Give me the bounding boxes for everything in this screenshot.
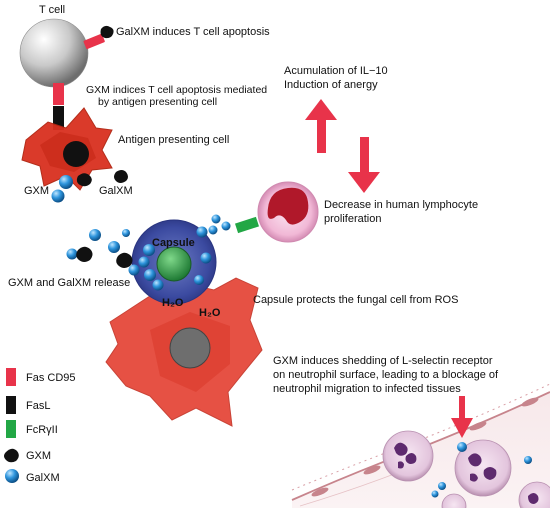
galxm-sphere (108, 241, 120, 253)
antigen-presenting-cell (21, 107, 113, 191)
galxm-label: GalXM (99, 185, 133, 197)
gxm-blob (76, 246, 93, 262)
legend: Fas CD95 FasL FcRγII GXM GalXM (4, 368, 76, 484)
ros-label: Capsule protects the fungal cell from RO… (253, 294, 458, 306)
gxm-blob (116, 252, 133, 268)
galxm-sphere (138, 256, 150, 268)
galxm-sphere (211, 214, 221, 224)
galxm-sphere (194, 275, 204, 285)
fasl-ligand-apc (53, 106, 64, 130)
h2o-label-a: H₂O (162, 297, 184, 309)
neutrophil (441, 493, 467, 508)
t-cell-label: T cell (39, 4, 65, 16)
t-cell (19, 18, 89, 88)
neutrophil (454, 439, 512, 497)
galxm-sphere (438, 482, 446, 490)
galxm-sphere (66, 248, 78, 260)
fcr-legend-icon (6, 420, 16, 438)
galxm-sphere (128, 264, 140, 276)
galxm-sphere (152, 279, 164, 291)
galxm-sphere (524, 456, 532, 464)
release-label: GXM and GalXM release (8, 277, 130, 289)
galxm-sphere (51, 189, 65, 203)
galxm-sphere (200, 252, 212, 264)
decrease-label-line2: proliferation (324, 213, 381, 225)
il10-label-line2: Induction of anergy (284, 79, 378, 91)
galxm-sphere (89, 229, 101, 241)
legend-label-fcr: FcRγII (26, 424, 58, 436)
fas-legend-icon (6, 368, 16, 386)
gxm-apoptosis-label-line1: GXM indices T cell apoptosis mediated (86, 84, 267, 96)
neutrophil (518, 481, 550, 508)
fungal-cell-body (156, 246, 192, 282)
shedding-label-line2: on neutrophil surface, leading to a bloc… (273, 369, 499, 381)
legend-label-gxm: GXM (26, 450, 51, 462)
legend-label-fasl: FasL (26, 400, 50, 412)
gxm-blob (76, 173, 92, 187)
h2o-label-b: H₂O (199, 307, 221, 319)
galxm-sphere (221, 221, 231, 231)
neutrophil (382, 430, 434, 482)
fasl-legend-icon (6, 396, 16, 414)
capsule-label: Capsule (152, 237, 195, 249)
shedding-label-line3: neutrophil migration to infected tissues (273, 383, 461, 395)
galxm-sphere (431, 490, 439, 498)
galxm-sphere (208, 225, 218, 235)
galxm-legend-icon (5, 469, 19, 483)
il10-label-line1: Acumulation of IL−10 (284, 65, 388, 77)
shedding-label-line1: GXM induces shedding of L-selectin recep… (273, 355, 493, 367)
galxm-sphere (196, 226, 208, 238)
galxm-sphere (143, 244, 155, 256)
down-arrow-neutrophil-icon (451, 396, 473, 438)
fas-receptor-tcell-bottom (53, 83, 64, 105)
macrophage-cell (105, 277, 263, 427)
gxm-apoptosis-label-line2: by antigen presenting cell (98, 96, 217, 108)
fas-receptor-tcell-right (83, 33, 105, 50)
gxm-label: GXM (24, 185, 49, 197)
down-arrow-icon (348, 137, 380, 193)
gxm-legend-icon (4, 448, 19, 463)
apc-label: Antigen presenting cell (118, 134, 229, 146)
galxm-sphere (122, 229, 130, 237)
galxm-sphere (144, 269, 156, 281)
up-arrow-icon (305, 99, 337, 153)
galxm-apoptosis-label: GalXM induces T cell apoptosis (116, 26, 270, 38)
legend-label-fas: Fas CD95 (26, 372, 76, 384)
lymphocyte (257, 181, 319, 243)
decrease-label-line1: Decrease in human lymphocyte (324, 199, 478, 211)
galxm-sphere (457, 442, 467, 452)
galxm-sphere (59, 175, 73, 189)
gxm-blob (114, 170, 128, 183)
galxm-black-blob-tcell (100, 25, 114, 39)
fcr-gamma-receptor (234, 216, 260, 234)
legend-label-galxm: GalXM (26, 472, 60, 484)
